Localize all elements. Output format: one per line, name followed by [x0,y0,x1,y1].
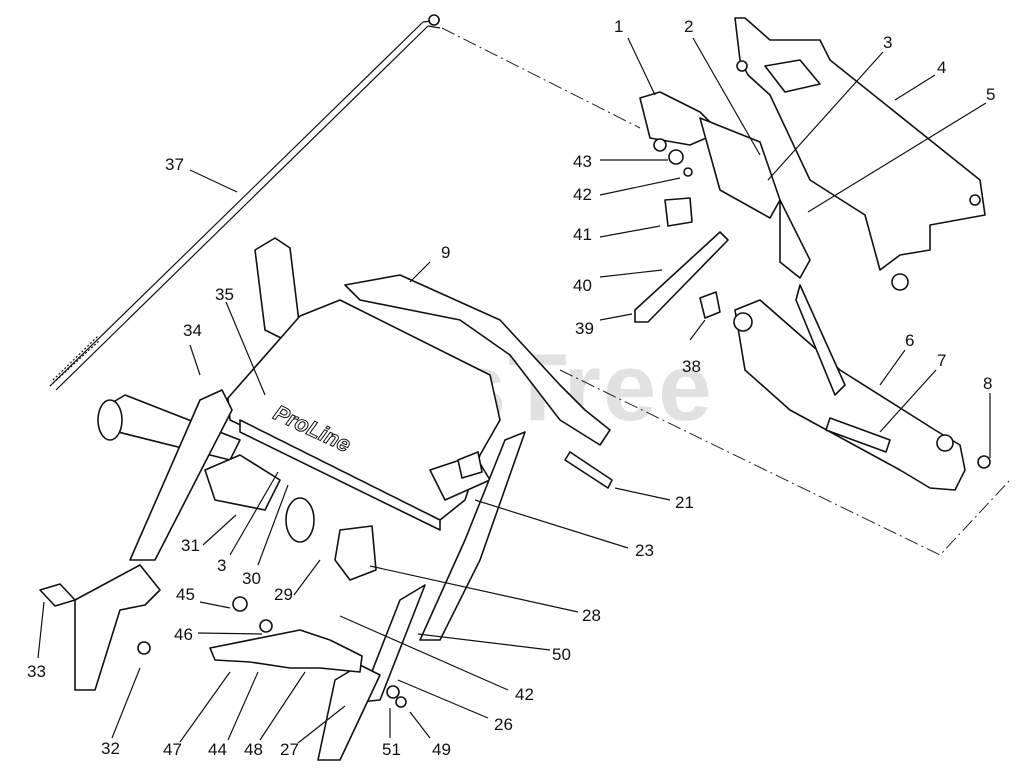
callout-26: 26 [494,715,513,734]
leader-lines [37,37,991,744]
callout-29: 29 [274,585,293,604]
callout-47: 47 [163,740,182,759]
callout-42: 42 [573,185,592,204]
callout-41: 41 [573,225,592,244]
left-support-arm [39,389,233,691]
small-brackets [634,149,729,323]
callout-2: 2 [684,17,693,36]
callout-32: 32 [101,739,120,758]
callout-27: 27 [280,740,299,759]
callout-6: 6 [905,331,914,350]
callout-35: 35 [215,285,234,304]
lower-lever [209,596,363,673]
upper-handle-bracket [639,17,986,291]
callout-4: 4 [937,58,946,77]
control-rod [49,14,441,391]
callout-42-lower: 42 [515,685,534,704]
callout-9: 9 [441,243,450,262]
callout-39: 39 [575,319,594,338]
callout-21: 21 [675,493,694,512]
main-frame [227,237,611,531]
callout-37: 37 [165,155,184,174]
callout-7: 7 [937,351,946,370]
callout-8: 8 [983,374,992,393]
control-column [317,431,526,761]
callout-49: 49 [432,740,451,759]
callout-33: 33 [27,662,46,681]
assembly-line-top [441,27,641,129]
callout-34: 34 [183,321,202,340]
callout-30: 30 [242,569,261,588]
callout-5: 5 [986,85,995,104]
callout-45: 45 [176,585,195,604]
callout-43: 43 [573,152,592,171]
callout-50: 50 [552,645,571,664]
callout-44: 44 [208,740,227,759]
callout-51: 51 [382,740,401,759]
assembly-line-right [559,369,1011,556]
callout-40: 40 [573,276,592,295]
callout-48: 48 [244,740,263,759]
clamp-and-pin [334,451,613,581]
callout-28: 28 [582,606,601,625]
callout-38: 38 [682,357,701,376]
lower-handle [733,199,991,491]
callout-3-lower: 3 [217,556,226,575]
callout-23: 23 [635,541,654,560]
callout-3: 3 [883,33,892,52]
callout-1: 1 [614,17,623,36]
callouts: 1 2 3 4 5 6 7 8 9 21 23 26 27 28 29 30 3… [27,17,995,759]
callout-46: 46 [174,625,193,644]
callout-31: 31 [181,536,200,555]
